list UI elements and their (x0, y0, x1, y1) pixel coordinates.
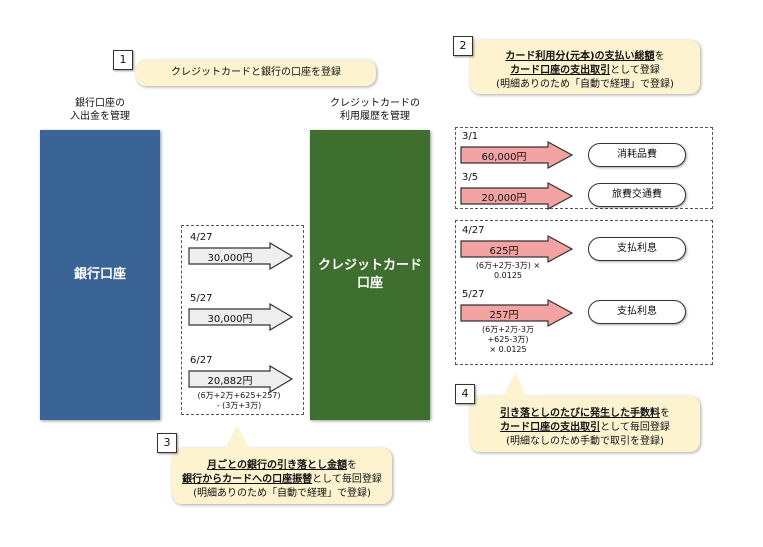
purchase-amount: 60,000円 (481, 152, 527, 163)
step3-callout: 月ごとの銀行の引き落とし金額を 銀行からカードへの口座振替として毎回登録 (明細… (172, 448, 392, 504)
fee-note-line3: × 0.0125 (489, 345, 527, 354)
step1-number: 1 (113, 50, 133, 70)
transfer-amount: 30,000円 (207, 253, 253, 264)
step4-number: 4 (455, 384, 475, 404)
transfer-amount: 30,000円 (207, 314, 253, 325)
bank-account-box: 銀行口座 (40, 130, 160, 420)
purchase-category: 消耗品費 (588, 143, 686, 167)
fee-note: (6万+2万-3万 +625-3万) × 0.0125 (462, 325, 554, 355)
transfer-date: 5/27 (190, 293, 213, 304)
transfer-note-line2: - (3万+3万) (216, 401, 262, 410)
step3-callout-pointer (224, 425, 250, 450)
step2-callout: カード利用分(元本)の支払い総額を カード口座の支出取引として登録 (明細ありの… (470, 40, 700, 94)
step3-line3: (明細ありのため「自動で経理」で登録) (193, 488, 371, 499)
step2-line3: (明細ありのため「自動で経理」で登録) (496, 79, 674, 90)
step2-line2-ul: カード口座の支出取引 (510, 65, 611, 76)
transfer-amount: 20,882円 (207, 376, 253, 387)
step4-line1-ul: 引き落としのたびに発生した手数料 (500, 408, 660, 419)
bank-caption-line2: 入出金を管理 (70, 111, 130, 122)
transfer-group (181, 225, 304, 415)
step2-line1-ul: カード利用分(元本)の支払い総額 (505, 51, 655, 62)
step3-number: 3 (157, 433, 177, 453)
purchase-date: 3/5 (462, 172, 479, 183)
step2-line1-rest: を (654, 51, 665, 62)
fee-date: 4/27 (462, 225, 485, 236)
step2-line2-rest: として登録 (610, 65, 660, 76)
fee-note-line2: 0.0125 (494, 271, 522, 280)
transfer-date: 6/27 (190, 355, 213, 366)
fee-amount: 257円 (489, 310, 519, 321)
step1-text: クレジットカードと銀行の口座を登録 (171, 67, 341, 78)
step3-line2-ul: 銀行からカードへの口座振替 (182, 474, 313, 485)
card-account-name-line2: 口座 (356, 276, 383, 291)
step3-line1-rest: を (346, 460, 357, 471)
transfer-note: (6万+2万+625+257) - (3万+3万) (184, 391, 294, 411)
fee-note-line1: (6万+2万-3万 (482, 325, 534, 334)
transfer-date: 4/27 (190, 232, 213, 243)
step4-line1-rest: を (660, 408, 670, 419)
purchase-arrow (460, 182, 574, 210)
fee-arrow (460, 299, 574, 327)
fee-group (455, 220, 713, 365)
step3-line2-rest: として毎回登録 (312, 474, 382, 485)
card-account-box: クレジットカード 口座 (310, 130, 430, 420)
transfer-note-line1: (6万+2万+625+257) (197, 391, 281, 400)
step2-number: 2 (453, 36, 473, 56)
card-caption-line1: クレジットカードの (330, 98, 420, 109)
fee-category: 支払利息 (588, 237, 686, 261)
step3-line1-ul: 月ごとの銀行の引き落とし金額 (207, 460, 347, 471)
bank-caption: 銀行口座の 入出金を管理 (50, 97, 150, 123)
card-caption: クレジットカードの 利用履歴を管理 (315, 97, 435, 123)
purchase-group (455, 127, 713, 209)
transfer-arrow (188, 303, 294, 331)
step4-line2-rest: として毎回登録 (600, 422, 670, 433)
bank-account-name: 銀行口座 (73, 267, 126, 282)
card-caption-line2: 利用履歴を管理 (340, 111, 410, 122)
fee-date: 5/27 (462, 289, 485, 300)
purchase-category: 旅費交通費 (588, 183, 686, 207)
fee-arrow (460, 235, 574, 263)
step1-callout: クレジットカードと銀行の口座を登録 (136, 60, 376, 86)
fee-note-line1: (6万+2万-3万) × (475, 261, 541, 270)
transfer-arrow (188, 365, 294, 393)
fee-category: 支払利息 (588, 300, 686, 324)
step4-line2-ul: カード口座の支出取引 (500, 422, 601, 433)
fee-amount: 625円 (489, 246, 519, 257)
step4-line3: (明細なしのため手動で取引を登録) (506, 436, 664, 447)
fee-note-line2: +625-3万) (487, 335, 529, 344)
fee-note: (6万+2万-3万) × 0.0125 (462, 261, 554, 281)
card-account-name-line1: クレジットカード (317, 258, 422, 273)
purchase-date: 3/1 (462, 131, 479, 142)
step4-callout-pointer (502, 373, 528, 398)
step4-callout: 引き落としのたびに発生した手数料を カード口座の支出取引として毎回登録 (明細な… (470, 396, 700, 452)
transfer-arrow (188, 242, 294, 270)
purchase-amount: 20,000円 (481, 193, 527, 204)
purchase-arrow (460, 141, 574, 169)
bank-caption-line1: 銀行口座の (75, 98, 125, 109)
